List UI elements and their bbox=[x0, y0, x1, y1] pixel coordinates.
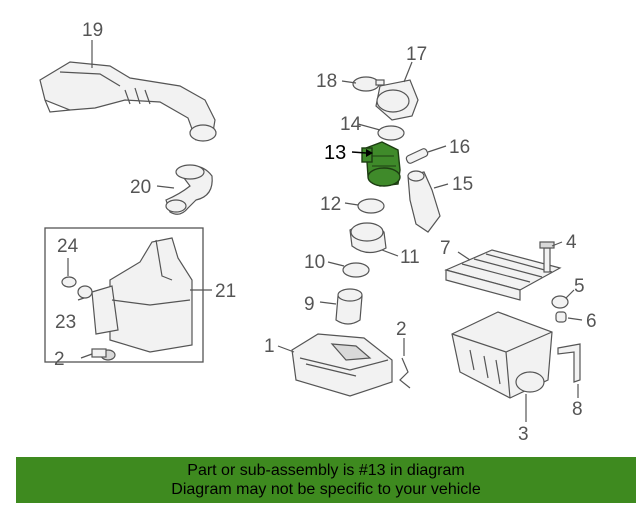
part-20-elbow[interactable] bbox=[165, 164, 213, 215]
leader-4 bbox=[551, 241, 563, 247]
leader-17 bbox=[403, 61, 413, 83]
part-11-adapter[interactable] bbox=[349, 222, 387, 254]
part-1-air-cleaner-cover[interactable] bbox=[291, 333, 393, 397]
parts-diagram: 19 20 21 24 23 2 17 bbox=[39, 20, 597, 445]
leader-6 bbox=[567, 317, 583, 321]
banner-line-2: Diagram may not be specific to your vehi… bbox=[171, 481, 481, 498]
part-24-nut[interactable] bbox=[61, 276, 77, 288]
callout-8[interactable]: 8 bbox=[572, 399, 583, 420]
part-6-bushing[interactable] bbox=[555, 311, 567, 323]
callout-13[interactable]: 13 bbox=[324, 142, 346, 164]
callout-23[interactable]: 23 bbox=[55, 312, 76, 333]
leader-12 bbox=[344, 202, 359, 206]
part-12-clamp[interactable] bbox=[357, 198, 385, 214]
callout-24[interactable]: 24 bbox=[57, 236, 79, 257]
callout-1[interactable]: 1 bbox=[264, 336, 275, 357]
callout-7[interactable]: 7 bbox=[440, 238, 451, 259]
part-10-clamp[interactable] bbox=[342, 262, 370, 278]
callout-4[interactable]: 4 bbox=[566, 232, 577, 253]
leader-16 bbox=[427, 145, 447, 153]
callout-20[interactable]: 20 bbox=[130, 177, 151, 198]
part-16-clip[interactable] bbox=[405, 148, 429, 165]
leader-5 bbox=[565, 289, 575, 299]
leader-13 bbox=[351, 151, 367, 154]
info-banner: Part or sub-assembly is #13 in diagram D… bbox=[16, 457, 636, 503]
callout-2[interactable]: 2 bbox=[396, 319, 407, 340]
leader-7 bbox=[457, 251, 471, 261]
part-13-airflow-sensor-highlighted[interactable] bbox=[361, 141, 401, 187]
part-19-intake-duct[interactable] bbox=[39, 61, 217, 142]
callout-6[interactable]: 6 bbox=[586, 311, 597, 332]
callout-9[interactable]: 9 bbox=[304, 294, 315, 315]
part-22-bolt[interactable] bbox=[91, 348, 116, 361]
callout-21[interactable]: 21 bbox=[215, 281, 236, 302]
part-18-clamp[interactable] bbox=[352, 76, 385, 92]
part-14-clamp[interactable] bbox=[377, 125, 405, 141]
leader-14 bbox=[357, 123, 381, 131]
callout-3[interactable]: 3 bbox=[518, 424, 529, 445]
callout-11[interactable]: 11 bbox=[400, 247, 420, 268]
leader-15 bbox=[433, 183, 449, 189]
leader-18 bbox=[341, 80, 357, 84]
part-4-bolt[interactable] bbox=[539, 241, 555, 273]
callout-19[interactable]: 19 bbox=[82, 20, 103, 41]
callout-15[interactable]: 15 bbox=[452, 174, 473, 195]
leader-9 bbox=[319, 301, 337, 305]
callout-22[interactable]: 2 bbox=[54, 349, 65, 370]
leader-10 bbox=[327, 261, 345, 267]
part-3-air-cleaner-housing[interactable] bbox=[451, 311, 553, 399]
part-23-grommet[interactable] bbox=[77, 285, 93, 299]
leader-20 bbox=[156, 185, 175, 189]
part-21-group-frame bbox=[44, 227, 204, 363]
callout-14[interactable]: 14 bbox=[340, 114, 362, 135]
callout-18[interactable]: 18 bbox=[316, 71, 337, 92]
part-17-tube[interactable] bbox=[375, 79, 419, 121]
callout-5[interactable]: 5 bbox=[574, 276, 585, 297]
part-15-hose[interactable] bbox=[407, 170, 441, 233]
part-7-air-filter[interactable] bbox=[444, 249, 562, 301]
leader-13-arrowhead bbox=[366, 149, 373, 157]
part-2-clip[interactable] bbox=[399, 357, 411, 389]
callout-16[interactable]: 16 bbox=[449, 137, 470, 158]
part-8-bracket[interactable] bbox=[557, 343, 581, 383]
leader-23 bbox=[77, 297, 85, 301]
part-21-resonator[interactable] bbox=[91, 237, 193, 353]
leader-11 bbox=[381, 249, 399, 257]
banner-line-1: Part or sub-assembly is #13 in diagram bbox=[187, 462, 465, 479]
part-9-boot[interactable] bbox=[335, 288, 363, 325]
leader-1 bbox=[277, 345, 295, 353]
callout-17[interactable]: 17 bbox=[406, 44, 427, 65]
leader-22 bbox=[80, 353, 93, 359]
callout-10[interactable]: 10 bbox=[304, 252, 325, 273]
part-5-grommet[interactable] bbox=[551, 295, 569, 309]
callout-12[interactable]: 12 bbox=[320, 194, 341, 215]
